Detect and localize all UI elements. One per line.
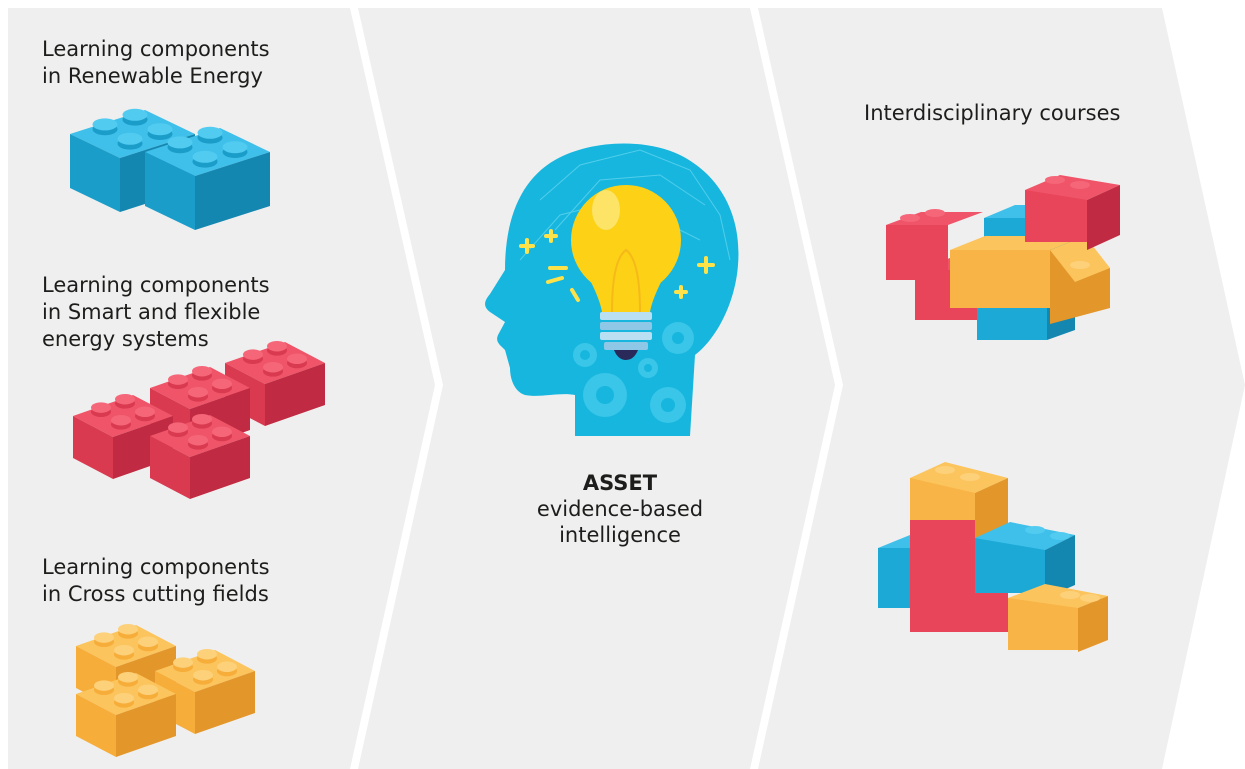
- yellow-bricks-icon: [76, 623, 255, 757]
- red-bricks-icon: [73, 340, 325, 499]
- course-tower-1-icon: [886, 175, 1120, 340]
- head-lightbulb-icon: [485, 143, 739, 436]
- group-2-label: Learning components in Smart and flexibl…: [42, 273, 270, 351]
- course-tower-2-icon: [878, 462, 1108, 652]
- right-title: Interdisciplinary courses: [864, 101, 1121, 125]
- asset-subtitle-line1: evidence-based: [536, 497, 704, 521]
- asset-title: ASSET: [582, 471, 658, 495]
- asset-subtitle-line2: intelligence: [559, 523, 681, 547]
- group-3-label: Learning components in Cross cutting fie…: [42, 555, 270, 606]
- group-1-label: Learning components in Renewable Energy: [42, 37, 270, 88]
- blue-bricks-icon: [70, 108, 270, 230]
- asset-caption: ASSET evidence-based intelligence: [490, 470, 750, 548]
